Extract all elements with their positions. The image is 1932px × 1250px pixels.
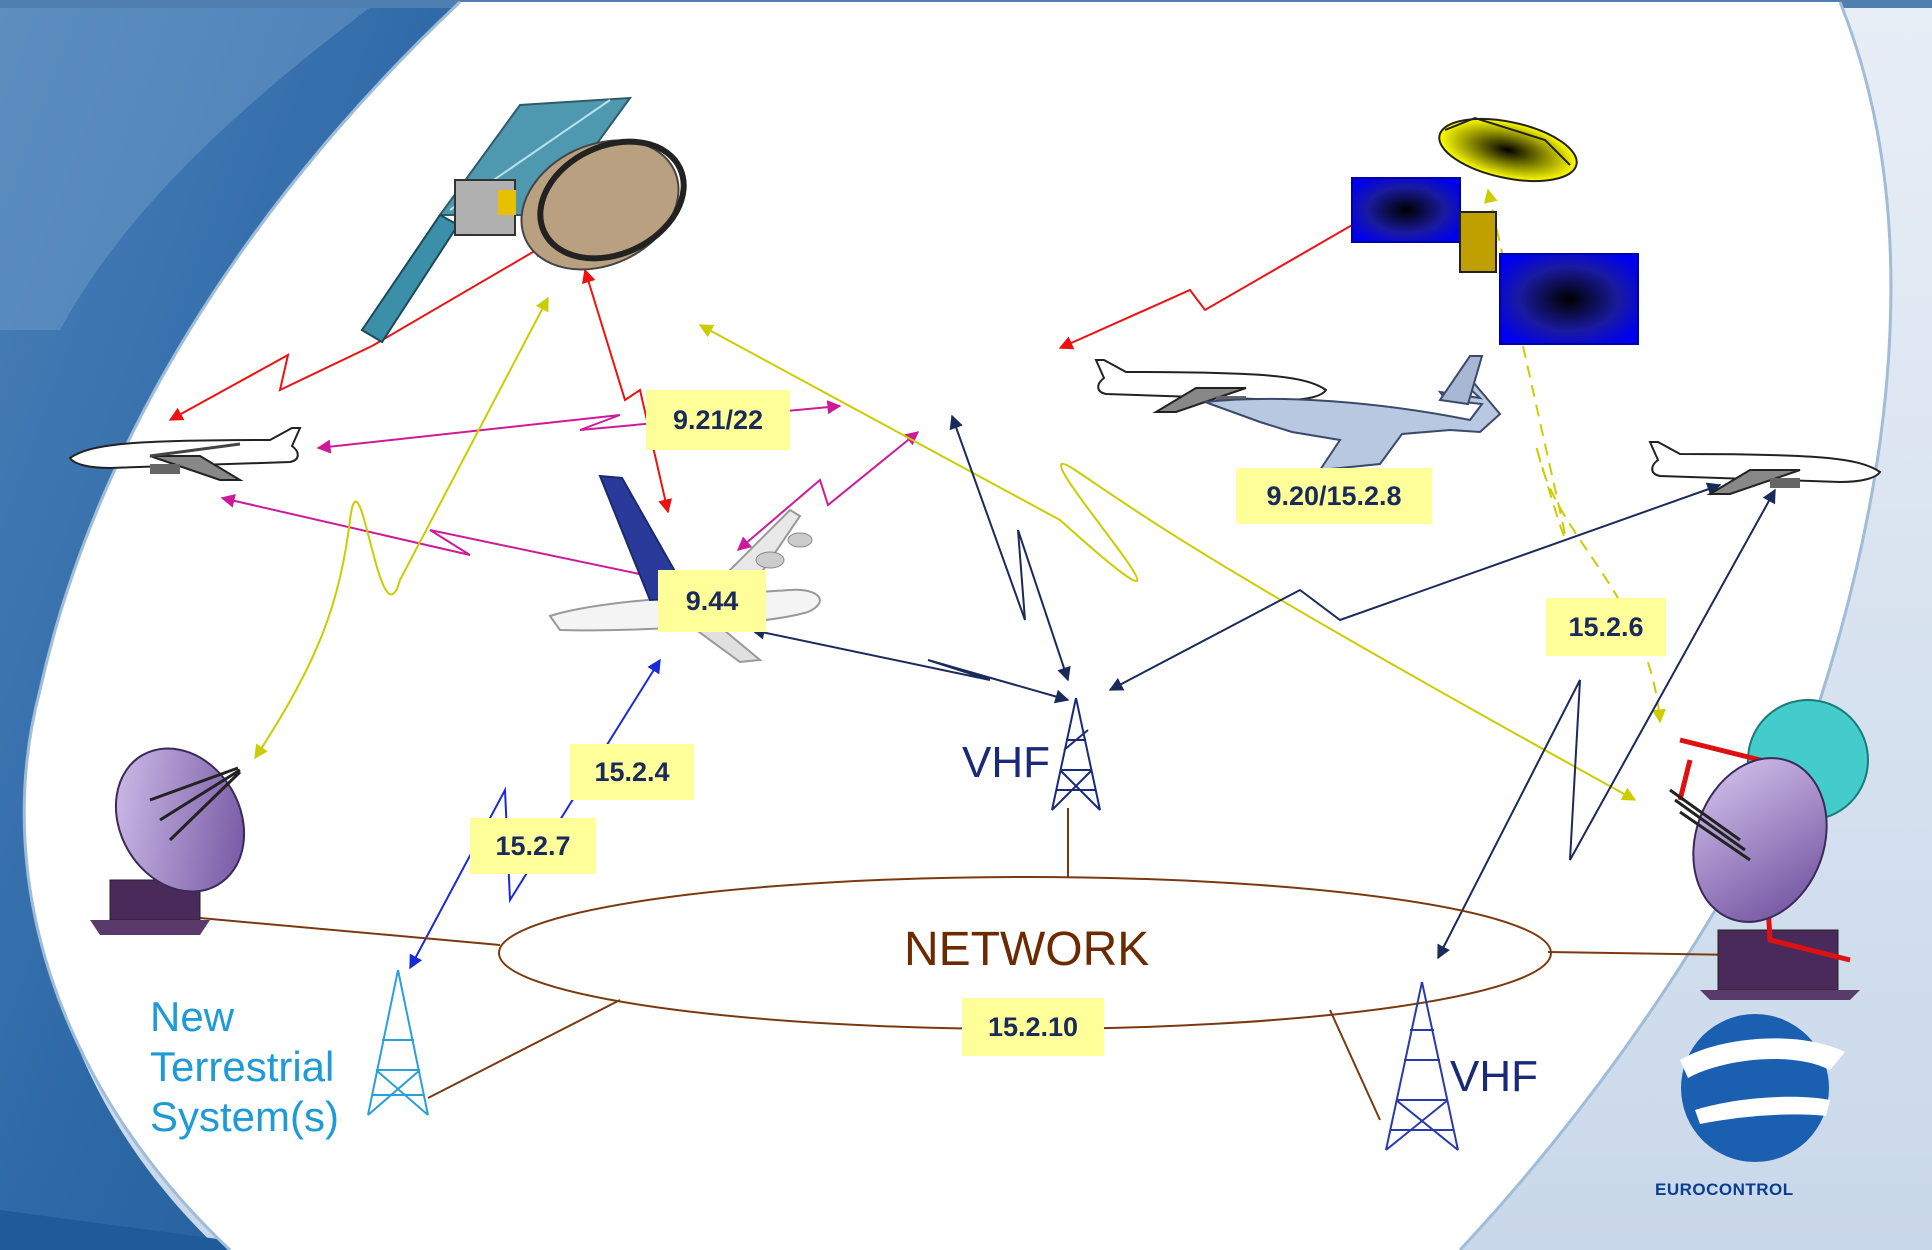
label-9-44: 9.44 xyxy=(658,570,766,632)
dish-antenna-icon xyxy=(90,747,246,935)
eurocontrol-wordmark: EUROCONTROL xyxy=(1655,1180,1794,1199)
vhf-tower-icon xyxy=(367,969,429,1116)
satellite-large-icon xyxy=(360,96,687,344)
label-15-2-6: 15.2.6 xyxy=(1546,598,1666,656)
vhf-label-center: VHF xyxy=(962,738,1050,787)
fighter-jet-icon xyxy=(1204,355,1502,472)
label-9-20-15-2-8: 9.20/15.2.8 xyxy=(1236,468,1432,524)
label-9-21-22: 9.21/22 xyxy=(646,390,790,450)
label-15-2-4: 15.2.4 xyxy=(570,744,694,800)
network-label: NETWORK xyxy=(904,923,1150,976)
label-15-2-7: 15.2.7 xyxy=(470,818,596,874)
dish-antenna-icon xyxy=(1669,699,1869,1000)
satellite-small-icon xyxy=(1351,116,1639,345)
label-15-2-10: 15.2.10 xyxy=(962,998,1104,1056)
vhf-label-right: VHF xyxy=(1450,1052,1538,1101)
eurocontrol-logo xyxy=(1680,1014,1845,1162)
new-terrestrial-label: New Terrestrial System(s) xyxy=(150,993,339,1140)
airliner-icon xyxy=(68,427,302,481)
vhf-tower-icon xyxy=(1051,697,1101,811)
airliner-icon xyxy=(1648,441,1882,495)
vhf-tower-icon xyxy=(1385,981,1459,1151)
